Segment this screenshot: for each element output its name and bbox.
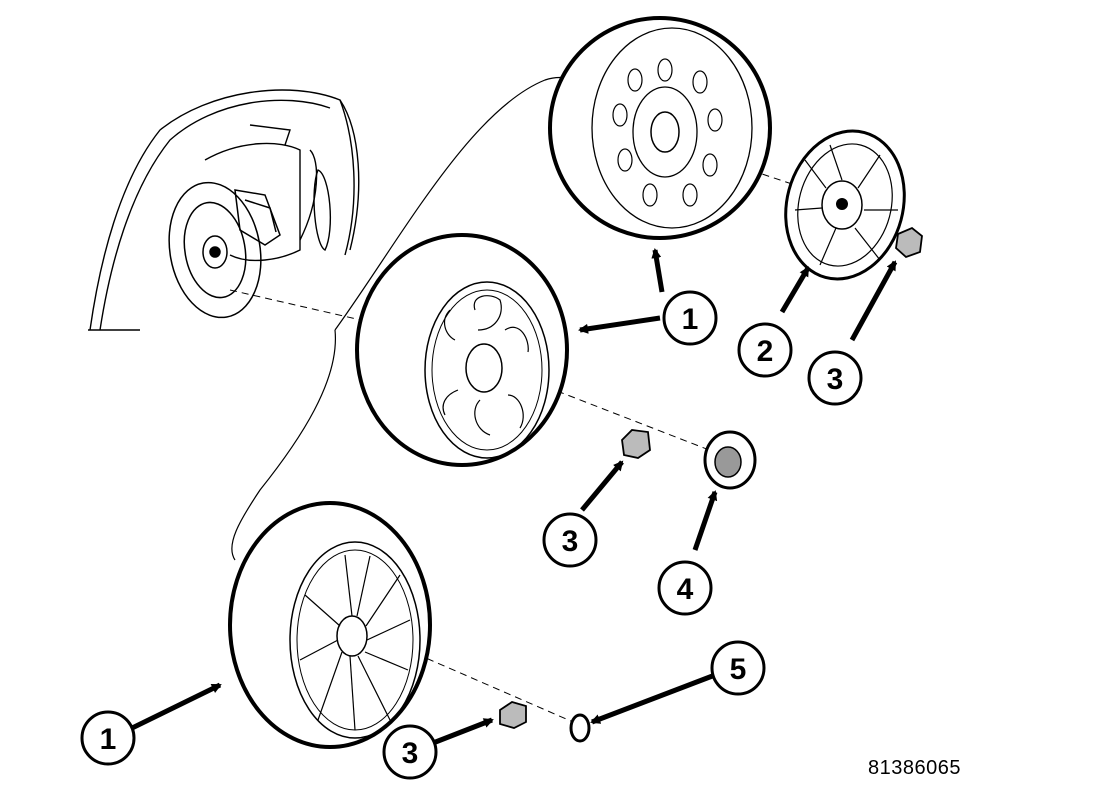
wheel-cover [784,129,906,281]
svg-text:3: 3 [402,737,419,770]
leader-arrows [126,248,898,746]
svg-text:2: 2 [757,335,774,368]
callout-5: 5 [710,640,766,696]
vehicle-fender [88,89,360,331]
svg-text:1: 1 [100,723,117,756]
lug-nut-middle [621,429,651,459]
svg-text:4: 4 [677,573,694,606]
lug-nut-top [895,226,923,259]
svg-text:5: 5 [730,653,747,686]
brake-rotor [168,181,281,319]
top-wheel-tire [548,16,772,240]
callout-3-bottom: 3 [382,724,438,780]
svg-text:3: 3 [562,525,579,558]
bottom-wheel-tire [228,501,432,749]
svg-text:1: 1 [682,303,699,336]
callout-1-top: 1 [662,290,718,346]
callout-4: 4 [657,560,713,616]
svg-text:3: 3 [827,363,844,396]
hub-insert [569,713,591,743]
callout-3-middle: 3 [542,512,598,568]
callout-1-bottom: 1 [80,710,136,766]
callout-2: 2 [737,322,793,378]
lug-nut-bottom [499,701,527,729]
document-number: 81386065 [868,757,961,779]
callout-3-top: 3 [807,350,863,406]
middle-wheel-tire [355,233,569,467]
center-cap [703,430,757,490]
